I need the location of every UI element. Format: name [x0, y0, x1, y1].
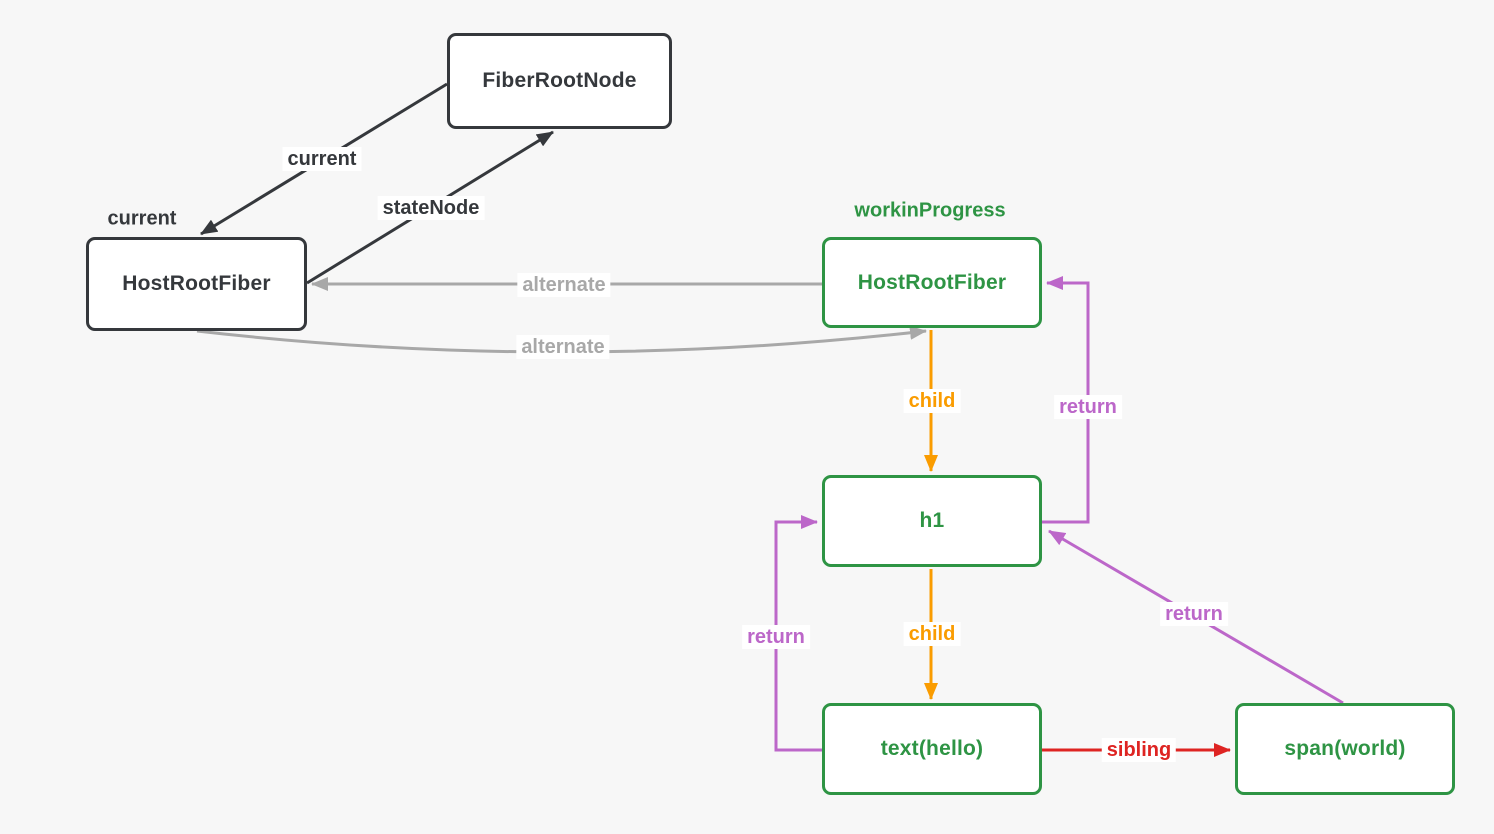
- edge-return-text-label: return: [742, 625, 810, 649]
- edge-child-root-label: child: [903, 389, 961, 413]
- node-host-root-fiber-current: HostRootFiber: [86, 237, 307, 331]
- caption-workin-progress: workinProgress: [854, 199, 1006, 222]
- edge-current-label: current: [282, 147, 362, 171]
- node-host-root-fiber-wip-label: HostRootFiber: [857, 270, 1007, 294]
- caption-current: current: [107, 207, 177, 230]
- edge-alternate-bottom-label: alternate: [516, 335, 610, 359]
- edge-alternate-top-label: alternate: [517, 273, 611, 297]
- node-fiber-root-node-label: FiberRootNode: [482, 69, 637, 92]
- node-host-root-fiber-wip: HostRootFiber: [822, 237, 1042, 328]
- edge-child-h1-label: child: [903, 622, 961, 646]
- node-fiber-root-node: FiberRootNode: [447, 33, 672, 129]
- node-h1: h1: [822, 475, 1042, 567]
- node-span-world: span(world): [1235, 703, 1455, 795]
- node-text-hello-label: text(hello): [880, 737, 984, 760]
- node-span-world-label: span(world): [1284, 737, 1406, 760]
- node-text-hello: text(hello): [822, 703, 1042, 795]
- node-h1-label: h1: [919, 509, 945, 532]
- edge-sibling-label: sibling: [1101, 738, 1177, 762]
- edge-return-span-label: return: [1160, 602, 1228, 626]
- edge-state-node-label: stateNode: [377, 196, 485, 220]
- edge-return-h1-label: return: [1054, 395, 1122, 419]
- node-host-root-fiber-current-label: HostRootFiber: [122, 272, 271, 295]
